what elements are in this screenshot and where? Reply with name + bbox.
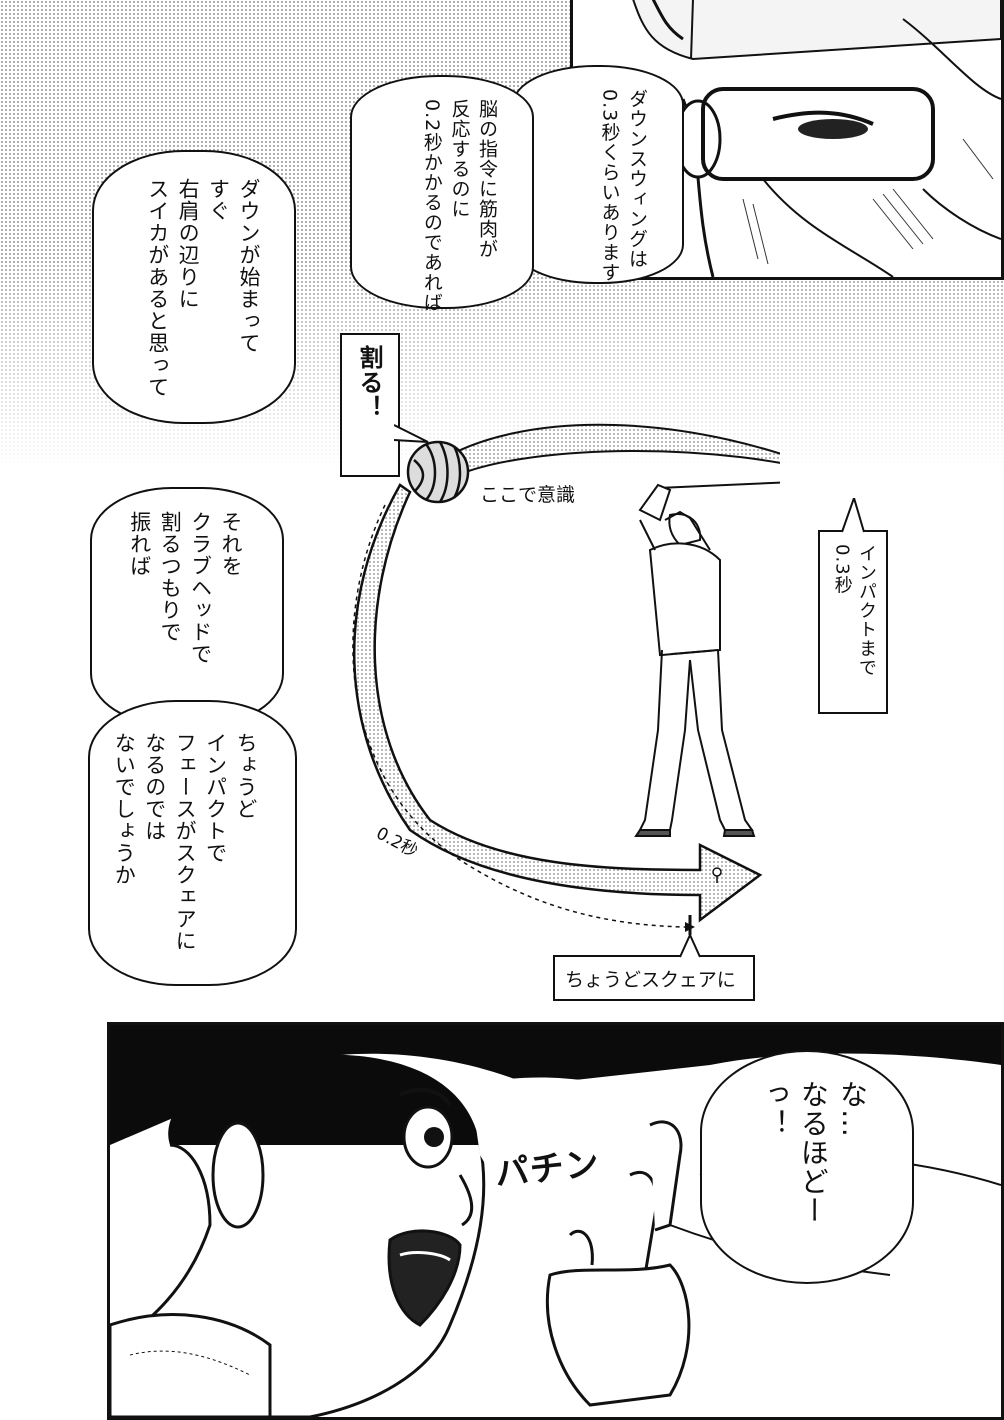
speech-bubble-brain: 脳の指令に筋肉が 反応するのに 0.2秒かかるのであれば [350,75,534,313]
glasses-man-illustration [632,0,1001,277]
break-label-pointer [394,424,429,443]
square-label-pointer [679,935,701,958]
speech-bubble-watermelon: ダウンが始まって すぐ 右肩の辺りに スイカがあると思って [92,150,296,424]
impact-label: インパクトまで 0.3秒 [831,544,877,677]
speech-text-downswing: ダウンスウィングは 0.3秒くらいあります [598,89,648,283]
break-label-box: 割る！ [340,333,400,477]
speech-text-club: それを クラブヘッドで 割るつもりで 振れば [127,511,243,665]
awareness-label: ここで意識 [480,484,576,506]
watermelon-icon [406,440,470,504]
impact-label-pointer [841,498,865,533]
speech-text-brain: 脳の指令に筋肉が 反応するのに 0.2秒かかるのであれば [420,99,498,313]
speech-text-square: ちょうど インパクトで フェースがスクェアに なるのでは ないでしょうか [112,732,258,952]
impact-label-box: インパクトまで 0.3秒 [818,530,888,714]
break-label: 割る！ [355,345,383,420]
swing-diagram [352,423,780,935]
speech-text-naruhodo: な… なるほどー っ！ [757,1080,869,1225]
square-label-box: ちょうどスクェアに [553,955,755,1001]
speech-bubble-square: ちょうど インパクトで フェースがスクェアに なるのでは ないでしょうか [88,700,297,986]
time-dashed-line [352,504,686,928]
speech-bubble-club: それを クラブヘッドで 割るつもりで 振れば [90,487,284,726]
speech-bubble-naruhodo: な… なるほどー っ！ [700,1050,914,1284]
speech-bubble-downswing: ダウンスウィングは 0.3秒くらいあります [512,65,684,284]
square-label: ちょうどスクェアに [565,969,736,991]
speech-text-watermelon: ダウンが始まって すぐ 右肩の辺りに スイカがあると思って [145,178,261,398]
upper-swing-arc [436,423,780,477]
golfer-illustration [634,481,780,837]
